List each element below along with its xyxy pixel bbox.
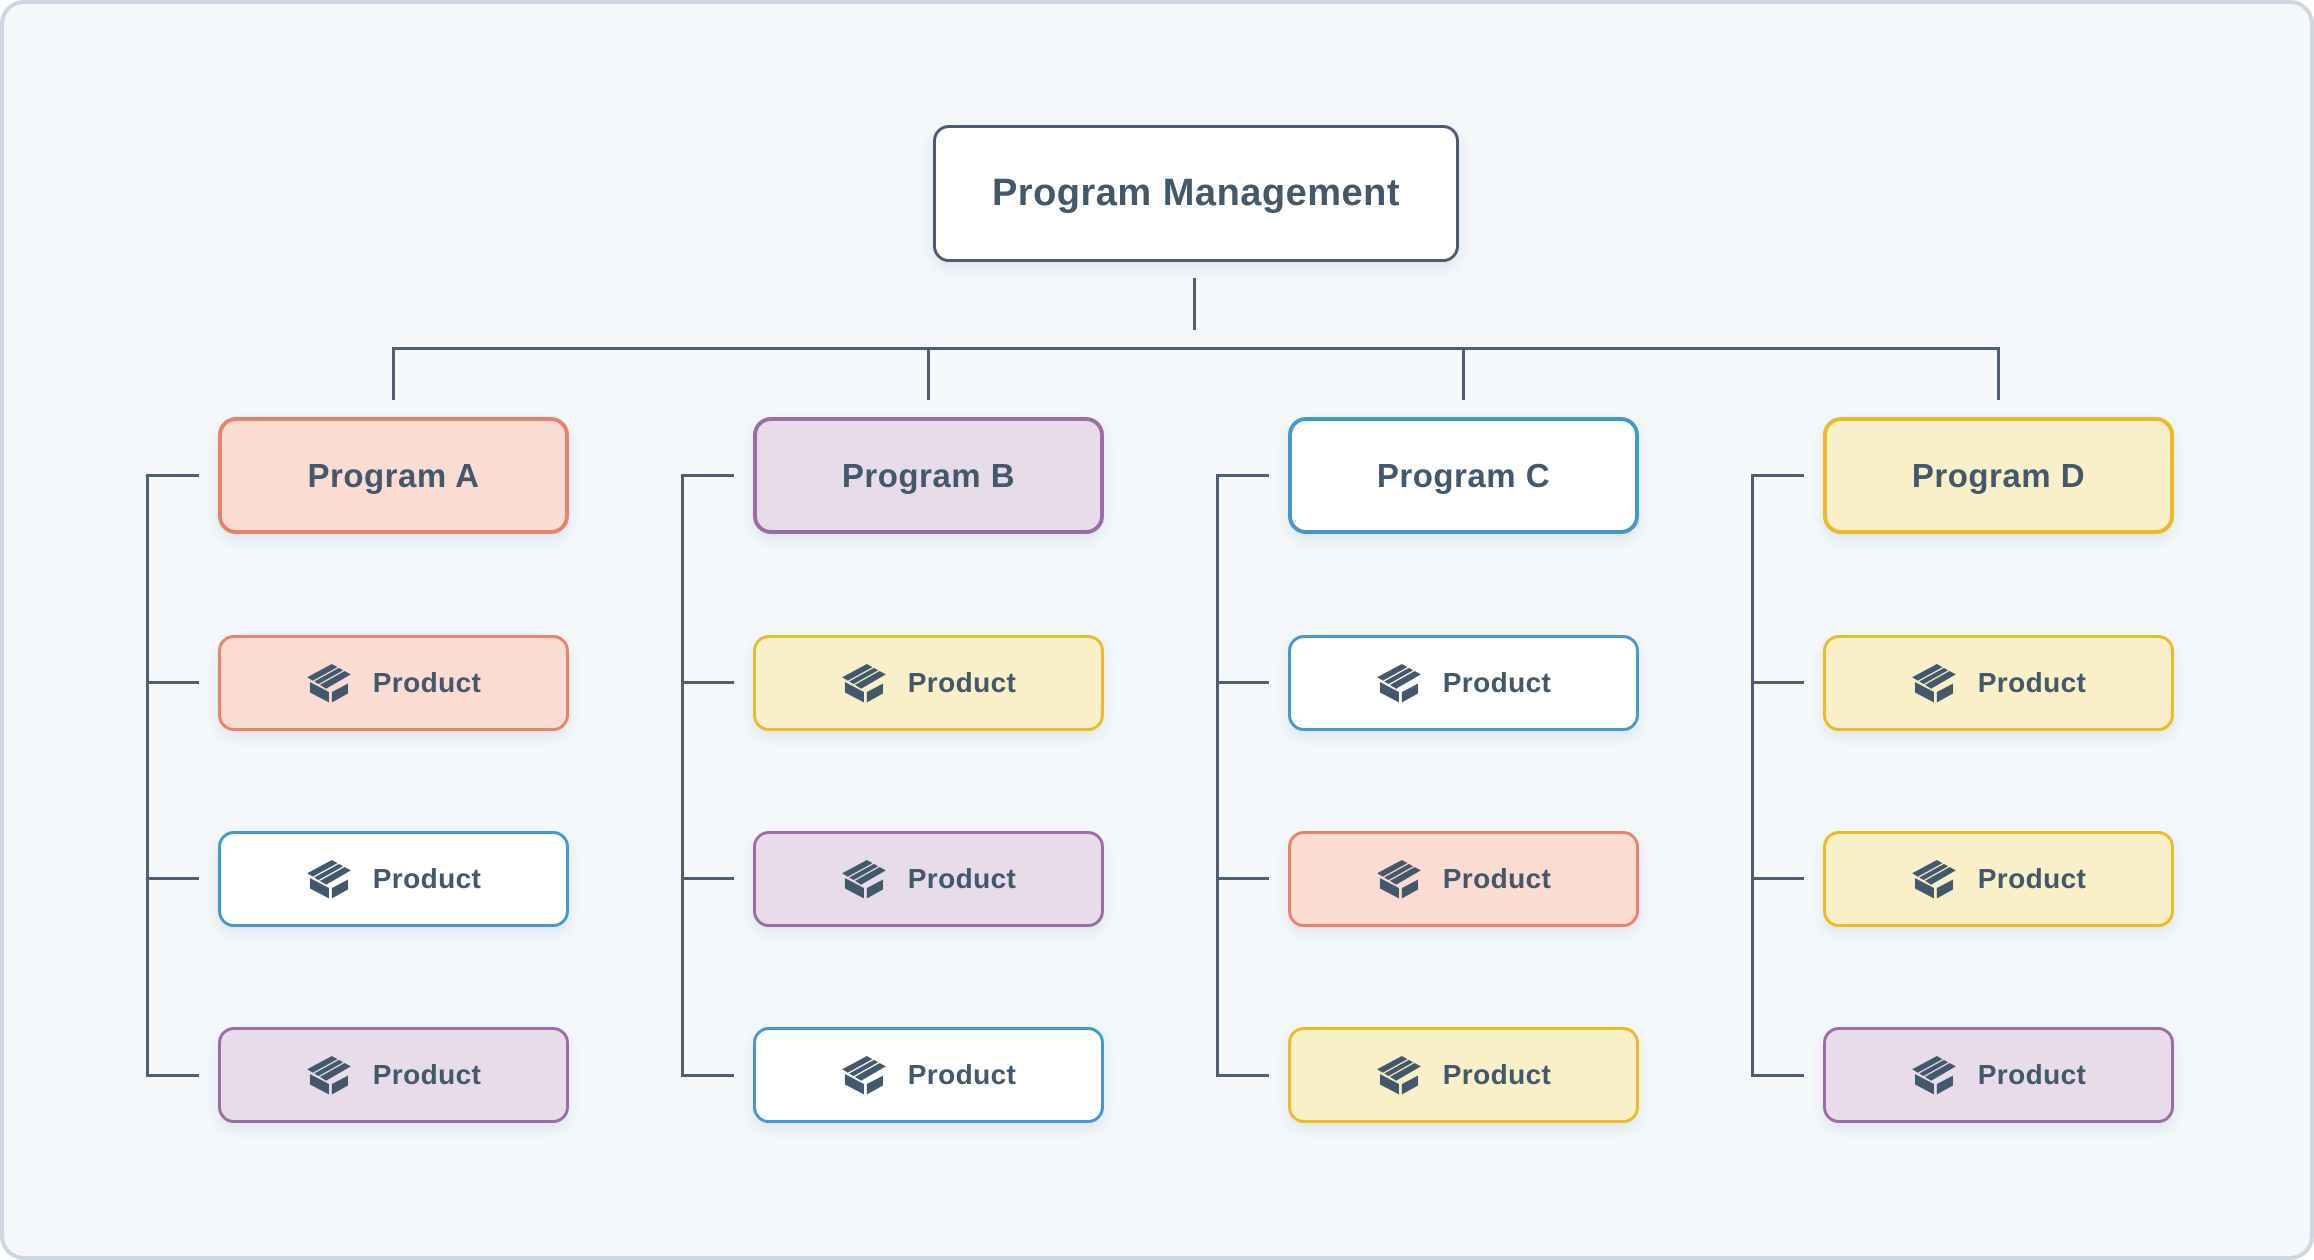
package-icon <box>841 859 887 899</box>
connector-drop-line <box>927 347 930 400</box>
program-b-label: Program B <box>841 456 1016 494</box>
product-label: Product <box>1442 863 1552 894</box>
package-icon <box>841 1055 887 1095</box>
connector-stub <box>681 1074 734 1077</box>
product-label: Product <box>372 1059 482 1090</box>
connector-spine <box>1751 474 1754 1077</box>
connector-stub <box>146 474 199 477</box>
program-c-product-1[interactable]: Product <box>1288 635 1639 731</box>
program-a-product-3[interactable]: Product <box>218 1027 569 1123</box>
package-icon <box>1911 663 1957 703</box>
product-label: Product <box>1442 667 1552 698</box>
connector-stub <box>1216 474 1269 477</box>
program-c-node[interactable]: Program C <box>1288 417 1639 534</box>
product-label: Product <box>1977 667 2087 698</box>
product-label: Product <box>907 1059 1017 1090</box>
product-label: Product <box>907 667 1017 698</box>
product-label: Product <box>1442 1059 1552 1090</box>
connector-stub <box>146 681 199 684</box>
connector-branch-line <box>392 347 2000 350</box>
package-icon <box>1376 1055 1422 1095</box>
connector-stub <box>1216 1074 1269 1077</box>
program-management-label: Program Management <box>991 172 1401 214</box>
program-b-node[interactable]: Program B <box>753 417 1104 534</box>
program-a-product-2[interactable]: Product <box>218 831 569 927</box>
package-icon <box>1911 1055 1957 1095</box>
program-b-product-2[interactable]: Product <box>753 831 1104 927</box>
package-icon <box>306 663 352 703</box>
connector-root-stub <box>1193 278 1196 330</box>
connector-spine <box>681 474 684 1077</box>
connector-stub <box>1751 1074 1804 1077</box>
connector-stub <box>146 877 199 880</box>
program-c-label: Program C <box>1376 456 1551 494</box>
program-a-label: Program A <box>307 456 480 494</box>
connector-stub <box>681 474 734 477</box>
program-c-product-3[interactable]: Product <box>1288 1027 1639 1123</box>
program-d-product-2[interactable]: Product <box>1823 831 2174 927</box>
program-b-product-3[interactable]: Product <box>753 1027 1104 1123</box>
connector-spine <box>1216 474 1219 1077</box>
program-d-product-3[interactable]: Product <box>1823 1027 2174 1123</box>
product-label: Product <box>1977 1059 2087 1090</box>
product-label: Product <box>372 863 482 894</box>
connector-spine <box>146 474 149 1077</box>
package-icon <box>841 663 887 703</box>
connector-stub <box>146 1074 199 1077</box>
product-label: Product <box>907 863 1017 894</box>
product-label: Product <box>1977 863 2087 894</box>
program-a-product-1[interactable]: Product <box>218 635 569 731</box>
connector-stub <box>1751 474 1804 477</box>
package-icon <box>1376 859 1422 899</box>
connector-stub <box>1216 681 1269 684</box>
program-b-product-1[interactable]: Product <box>753 635 1104 731</box>
package-icon <box>1911 859 1957 899</box>
program-c-product-2[interactable]: Product <box>1288 831 1639 927</box>
connector-stub <box>681 681 734 684</box>
program-a-node[interactable]: Program A <box>218 417 569 534</box>
package-icon <box>306 859 352 899</box>
program-management-node[interactable]: Program Management <box>933 125 1459 262</box>
connector-drop-line <box>392 347 395 400</box>
connector-stub <box>1751 681 1804 684</box>
connector-stub <box>1216 877 1269 880</box>
package-icon <box>306 1055 352 1095</box>
connector-drop-line <box>1462 347 1465 400</box>
package-icon <box>1376 663 1422 703</box>
connector-drop-line <box>1997 347 2000 400</box>
program-d-node[interactable]: Program D <box>1823 417 2174 534</box>
connector-stub <box>681 877 734 880</box>
program-d-label: Program D <box>1911 456 2086 494</box>
product-label: Product <box>372 667 482 698</box>
program-d-product-1[interactable]: Product <box>1823 635 2174 731</box>
connector-stub <box>1751 877 1804 880</box>
